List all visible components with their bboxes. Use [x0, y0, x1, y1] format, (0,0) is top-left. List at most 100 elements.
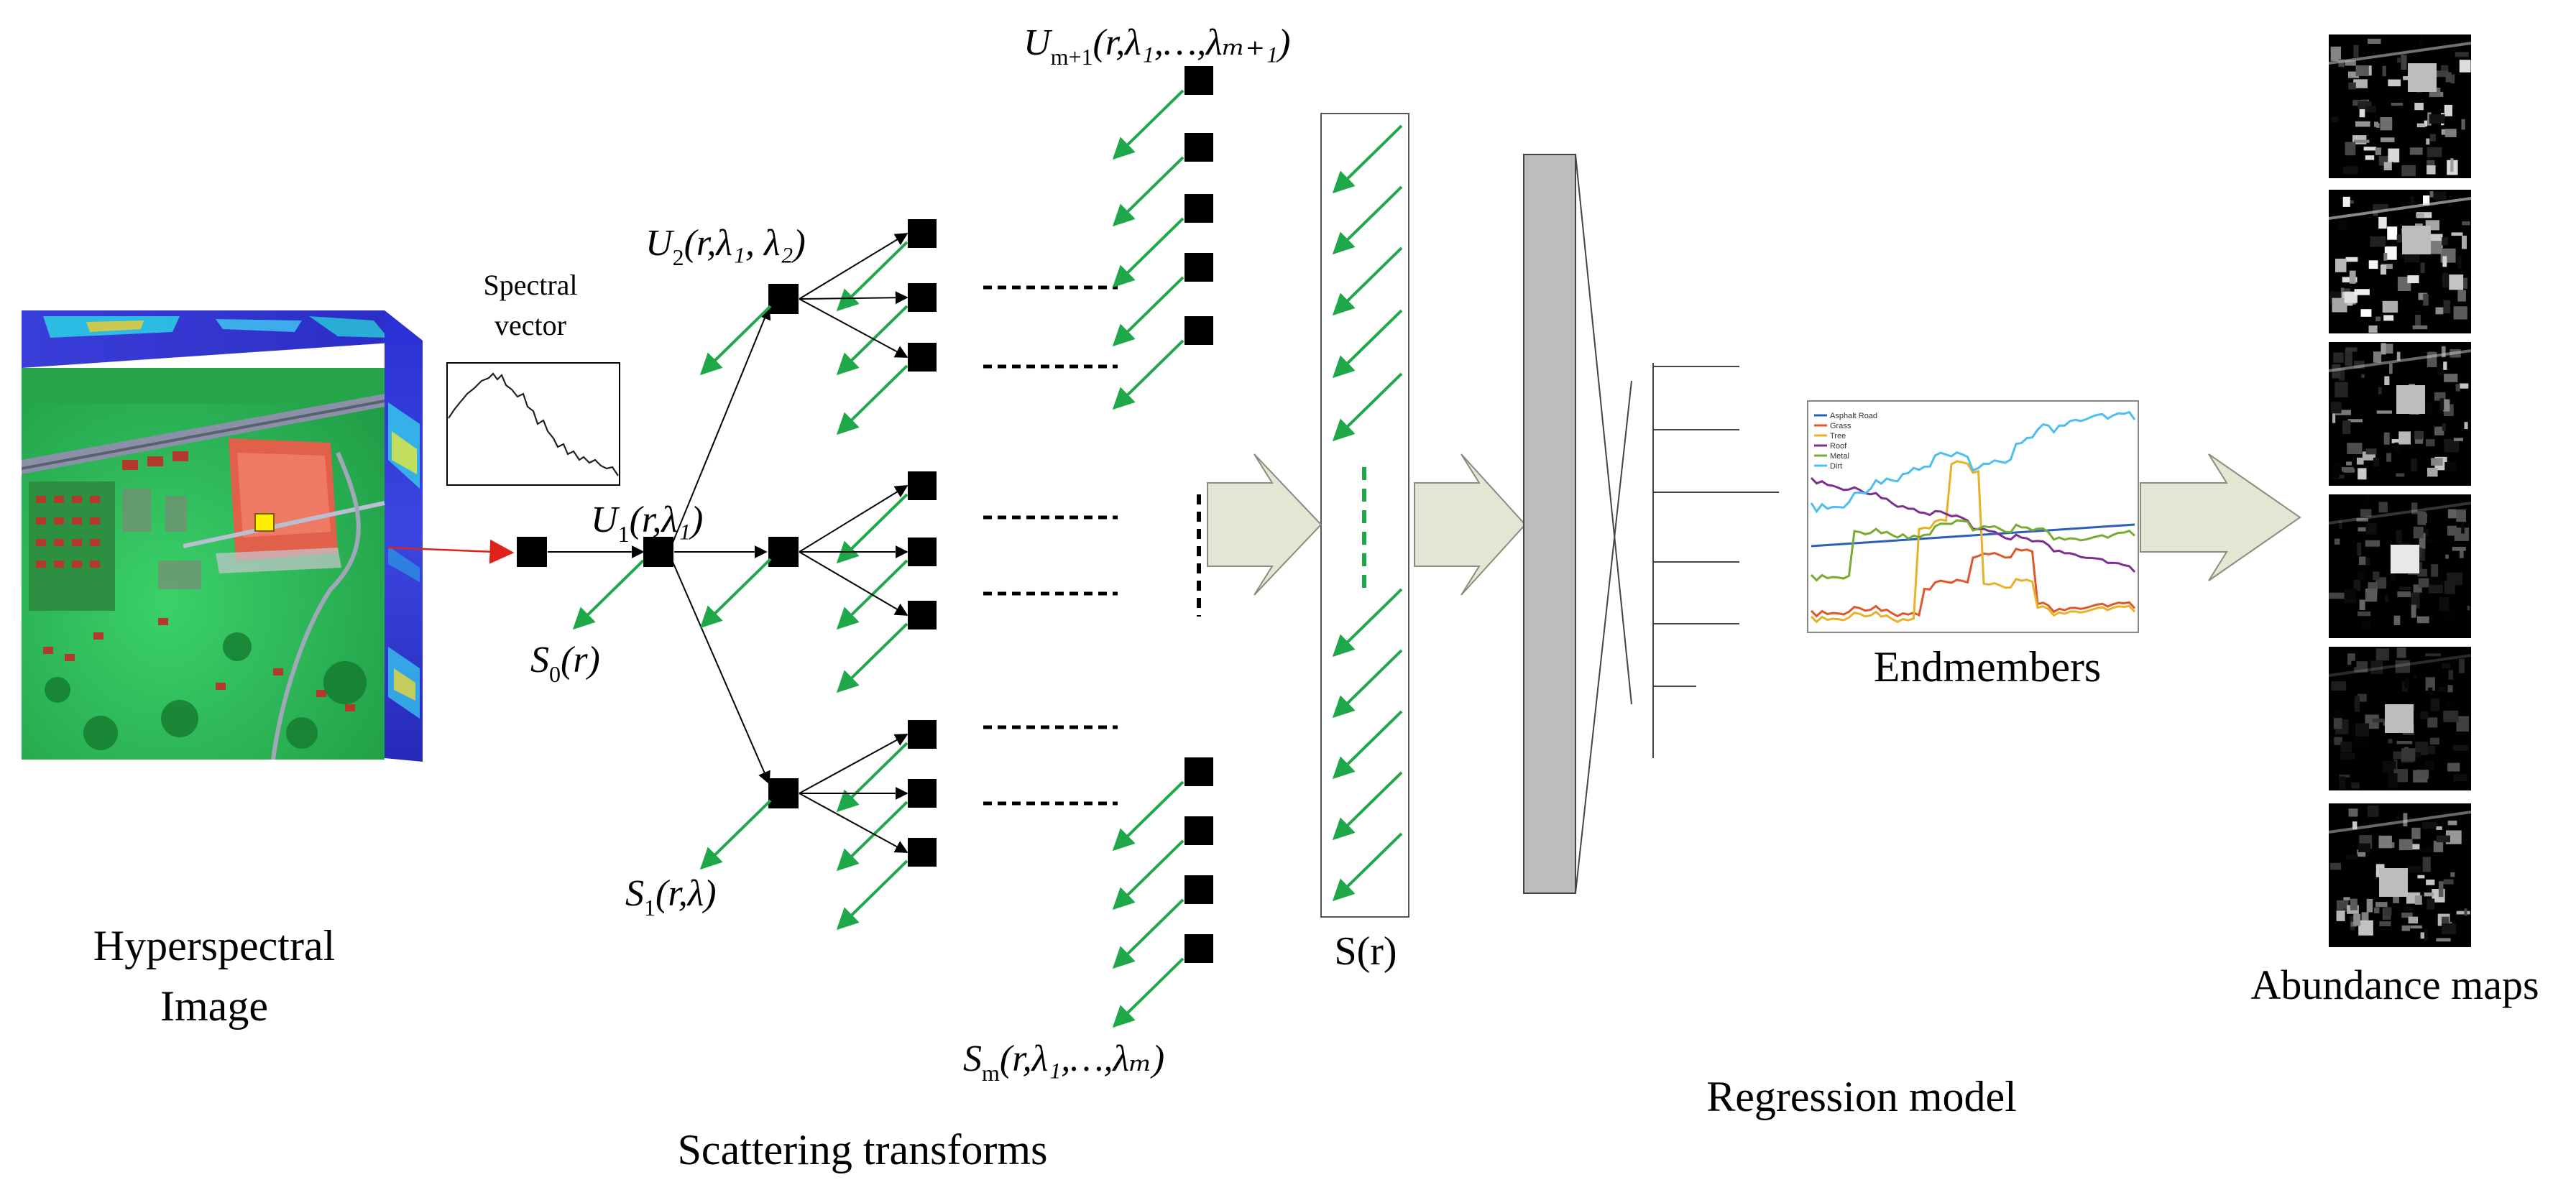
tree-node-sm-1: [1184, 816, 1213, 845]
s0-label: S0(r): [530, 640, 600, 687]
abundance-map-2: [2328, 190, 2472, 333]
regression-label: Regression model: [1706, 1073, 2017, 1120]
green-arrow-mid-0: [836, 493, 908, 564]
legend-entry-3: Roof: [1830, 442, 1847, 451]
green-arrow-bottom: [699, 799, 772, 870]
tree-node-root: [517, 537, 547, 567]
sr-arrow-top-4: [1332, 372, 1403, 442]
curve-asphalt-road: [1811, 523, 2135, 548]
scattering-tree: [517, 66, 1213, 1028]
tree-node-um1-0: [1184, 66, 1213, 95]
tree-leaf-mid-2: [908, 601, 937, 629]
abundance-map-1: [2328, 34, 2472, 178]
spectral-vector-plot: [446, 362, 620, 486]
satellite-texture: [22, 368, 385, 760]
sr-arrow-bottom-1: [1332, 649, 1403, 719]
green-arrow-um1-1: [1112, 156, 1184, 227]
green-arrow-mid: [699, 558, 772, 629]
green-arrow-bottom-1: [836, 801, 908, 872]
curve-tree: [1810, 460, 2136, 624]
tree-node-sm-2: [1184, 875, 1213, 904]
tree-leaf-mid-1: [908, 538, 937, 566]
green-arrow-sm-3: [1112, 957, 1184, 1028]
sr-arrow-bottom-0: [1332, 588, 1403, 658]
sr-arrow-top-3: [1332, 309, 1403, 379]
s1-label: S1(r,λ): [625, 873, 717, 921]
edge-top-0: [799, 233, 908, 300]
tree-leaf-top-0: [908, 219, 937, 248]
spectral-label-2: vector: [494, 309, 566, 341]
pixel-extraction-arrow: [387, 539, 515, 564]
green-arrow-sm-0: [1112, 780, 1184, 852]
green-arrow-um1-0: [1112, 89, 1184, 160]
hyperspectral-label-1: Hyperspectral: [93, 922, 336, 969]
tree-node-mid: [768, 537, 799, 567]
curve-metal: [1810, 519, 2135, 582]
tree-node-sm-0: [1184, 757, 1213, 786]
spectral-label-1: Spectral: [483, 269, 577, 301]
edge-bottom-2: [799, 793, 908, 853]
big-arrow-2: [1414, 453, 1527, 596]
green-arrow-top-0: [836, 241, 908, 312]
abundance-map-6: [2328, 803, 2472, 947]
endmembers-label: Endmembers: [1874, 643, 2102, 691]
green-arrow-bottom-2: [836, 859, 908, 931]
legend-entry-2: Tree: [1830, 432, 1846, 441]
sr-arrow-bottom-2: [1332, 710, 1403, 780]
tree-node-bottom: [768, 778, 799, 808]
abundance-map-4: [2328, 494, 2472, 638]
green-arrow-top-2: [836, 364, 908, 435]
tree-node-um1-4: [1184, 316, 1213, 345]
green-arrow-mid-2: [836, 622, 908, 693]
endmember-curves: [1810, 410, 2136, 624]
u2-label: U2(r,λ₁, λ₂): [645, 223, 806, 270]
green-arrow-um1-3: [1112, 276, 1184, 347]
edge-mid-0: [799, 485, 908, 553]
abundance-map-3: [2328, 342, 2472, 486]
green-arrow-s0: [572, 559, 645, 630]
abundance-map-5: [2328, 647, 2472, 790]
tree-leaf-bottom-1: [908, 779, 937, 808]
legend-entry-1: Grass: [1830, 422, 1852, 430]
abundance-maps: [2328, 34, 2472, 947]
sr-arrow-bottom-3: [1332, 771, 1403, 841]
legend-entry-0: Asphalt Road: [1830, 412, 1877, 420]
green-arrow-top: [699, 305, 772, 376]
spectral-curve: [448, 372, 619, 476]
tree-leaf-bottom-2: [908, 838, 937, 867]
u1-label: U1(r,λ₁): [591, 499, 703, 547]
sr-arrow-top-0: [1332, 124, 1403, 194]
hyperspectral-cube: [22, 310, 423, 762]
tree-node-u1: [643, 537, 673, 567]
cube-top-bands: [43, 316, 388, 338]
abundance-label: Abundance maps: [2250, 961, 2539, 1008]
big-arrow-3: [2140, 453, 2301, 581]
s-of-r-label: S(r): [1334, 929, 1397, 974]
edge-u1-top: [672, 306, 771, 543]
edge-top-2: [799, 298, 908, 358]
tree-node-um1-1: [1184, 133, 1213, 162]
green-arrow-sm-1: [1112, 839, 1184, 910]
edge-bottom-0: [799, 734, 908, 794]
sr-arrow-top-2: [1332, 246, 1403, 316]
legend-entry-5: Dirt: [1830, 462, 1842, 471]
scattering-label: Scattering transforms: [678, 1126, 1048, 1173]
regression-bar: [1523, 154, 1576, 894]
legend-entry-4: Metal: [1830, 452, 1849, 461]
sm-label: Sm(r,λ₁,…,λₘ): [963, 1038, 1164, 1086]
regression-lines: [1575, 154, 1779, 894]
tree-node-sm-3: [1184, 934, 1213, 963]
green-arrow-sm-2: [1112, 898, 1184, 969]
sr-arrow-bottom-4: [1332, 832, 1403, 902]
cube-side-bands: [388, 402, 420, 719]
big-arrow-1: [1207, 453, 1322, 596]
um1-label: Um+1(r,λ₁,…,λₘ₊₁): [1024, 22, 1290, 70]
tree-node-top: [768, 284, 799, 314]
hyperspectral-label-2: Image: [160, 982, 268, 1030]
curve-dirt: [1810, 410, 2136, 514]
edge-top-1: [799, 291, 908, 305]
tree-leaf-mid-0: [908, 471, 937, 500]
tree-leaf-top-1: [908, 283, 937, 312]
